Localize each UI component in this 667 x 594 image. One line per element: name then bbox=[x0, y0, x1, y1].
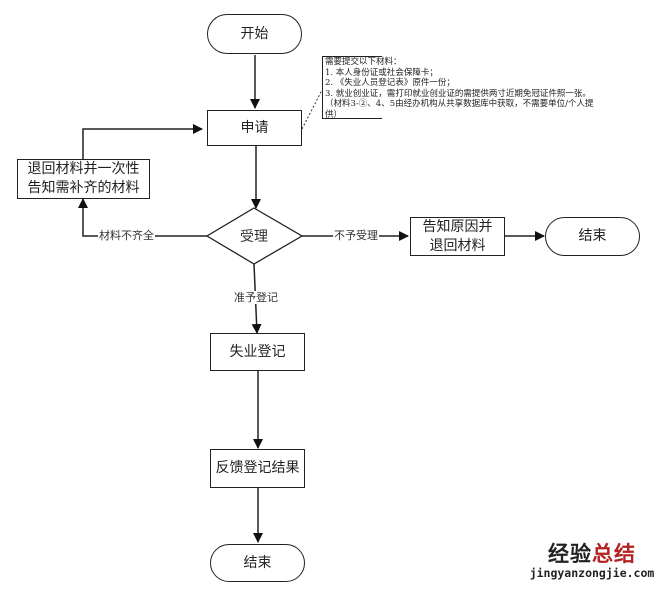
end-right-node: 结束 bbox=[545, 217, 640, 256]
watermark-logo: 经验总结 jingyanzongjie.com bbox=[522, 542, 662, 580]
note-connector bbox=[301, 89, 323, 130]
reject-notify-line-2: 退回材料 bbox=[429, 237, 486, 254]
apply-node-label: 申请 bbox=[240, 119, 269, 136]
note-line: 1. 本人身份证或社会保障卡； bbox=[325, 67, 438, 78]
start-node-label: 开始 bbox=[240, 25, 269, 42]
materials-note: 需要提交以下材料： 1. 本人身份证或社会保障卡； 2. 《失业人员登记表》原件… bbox=[325, 57, 593, 120]
note-line: 供） bbox=[325, 109, 343, 120]
edge-label-not-accepted: 不予受理 bbox=[333, 229, 379, 242]
end-right-node-label: 结束 bbox=[578, 228, 607, 244]
edge-return-apply bbox=[82, 124, 203, 160]
return-materials-line-1: 退回材料并一次性 bbox=[27, 161, 140, 177]
end-bottom-node: 结束 bbox=[210, 544, 305, 582]
edge-label-approved: 准予登记 bbox=[233, 291, 279, 304]
edge-label-incomplete: 材料不齐全 bbox=[98, 229, 155, 242]
feedback-node-label: 反馈登记结果 bbox=[215, 460, 300, 476]
apply-node: 申请 bbox=[207, 110, 302, 146]
reject-notify-line-1: 告知原因并 bbox=[422, 218, 493, 235]
watermark-title-part1: 经验 bbox=[548, 542, 592, 566]
edge-accept-return bbox=[78, 198, 207, 237]
note-line: 需要提交以下材料： bbox=[325, 57, 402, 67]
watermark-url: jingyanzongjie.com bbox=[529, 566, 655, 580]
decision-accept-label: 受理 bbox=[240, 229, 268, 245]
note-line: （材料3-②、4、5由经办机构从共享数据库中获取，不需要单位/个人提 bbox=[325, 99, 594, 109]
note-line: 2. 《失业人员登记表》原件一份； bbox=[325, 78, 455, 88]
return-materials-node: 退回材料并一次性 告知需补齐的材料 bbox=[17, 159, 150, 199]
return-materials-line-2: 告知需补齐的材料 bbox=[27, 180, 140, 196]
reject-notify-node: 告知原因并 退回材料 bbox=[410, 217, 505, 256]
feedback-node: 反馈登记结果 bbox=[210, 449, 305, 488]
note-line: 3. 就业创业证，需打印就业创业证的需提供两寸近期免冠证件照一张。 bbox=[325, 88, 591, 99]
watermark-title-part2: 总结 bbox=[592, 542, 636, 566]
register-node: 失业登记 bbox=[210, 333, 305, 371]
decision-accept-shape bbox=[205, 207, 304, 265]
start-node: 开始 bbox=[207, 14, 302, 54]
end-bottom-node-label: 结束 bbox=[243, 554, 272, 571]
register-node-label: 失业登记 bbox=[229, 343, 286, 360]
watermark-title: 经验总结 bbox=[522, 542, 662, 566]
note-bracket bbox=[322, 56, 382, 119]
